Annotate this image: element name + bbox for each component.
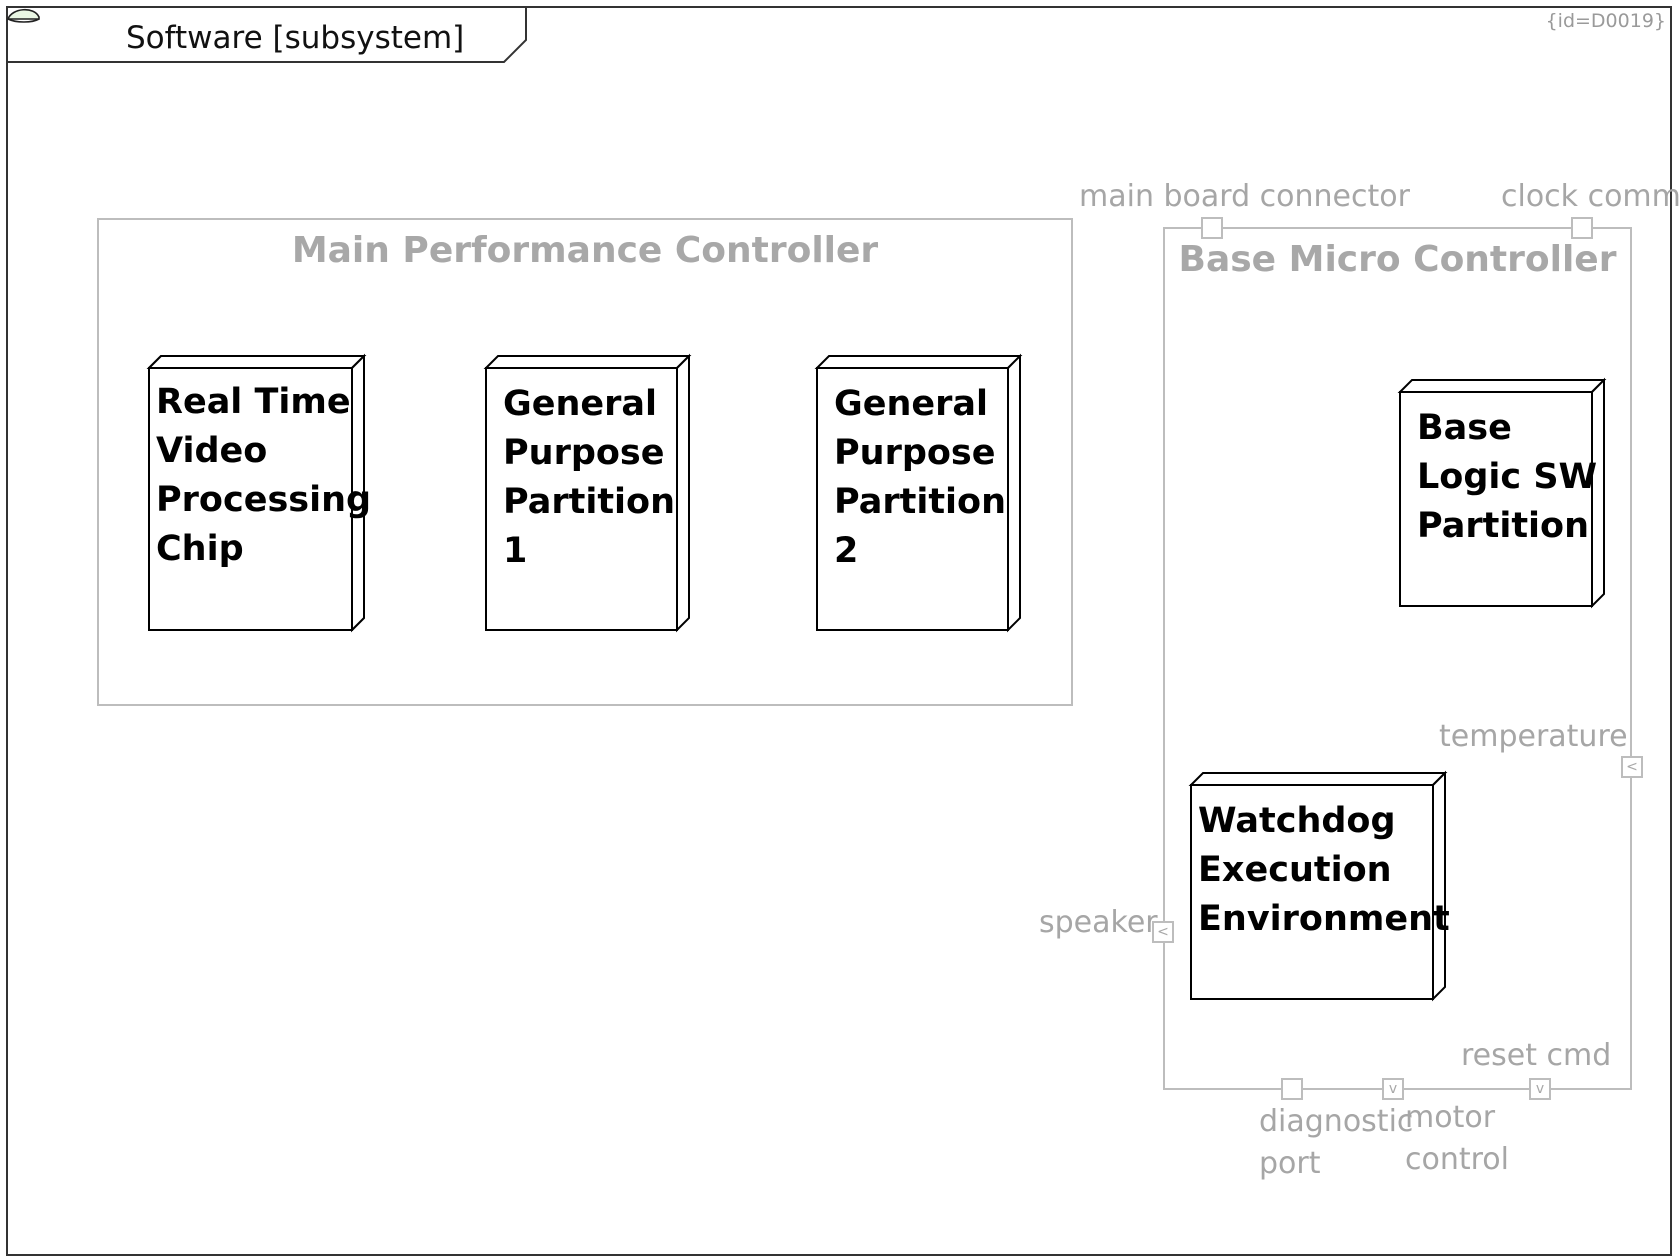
- node-label-line: Purpose: [834, 433, 996, 473]
- node-label-line: 1: [503, 531, 528, 571]
- port-label-motor-control: motor control: [1405, 1097, 1509, 1181]
- node-box-shape: [1397, 377, 1607, 609]
- frame-tab-outline: [6, 6, 527, 63]
- port-diagnostic[interactable]: [1281, 1078, 1303, 1100]
- main-performance-controller[interactable]: Main Performance Controller: [97, 218, 1073, 706]
- node-base-logic-sw-partition[interactable]: Base Logic SW Partition: [1397, 377, 1607, 609]
- diagram-title: Software [subsystem]: [126, 20, 465, 56]
- port-label-line: diagnostic: [1259, 1104, 1414, 1139]
- node-box-shape: [483, 353, 692, 633]
- node-general-purpose-partition-2[interactable]: General Purpose Partition 2: [814, 353, 1023, 633]
- node-label-line: Partition: [834, 482, 1007, 522]
- diagram-frame: [6, 6, 1672, 1256]
- subsystem-icon: [6, 8, 40, 23]
- port-label-line: port: [1259, 1146, 1321, 1181]
- base-micro-controller-title: Base Micro Controller: [1178, 239, 1617, 280]
- node-label-line: Execution: [1198, 850, 1392, 890]
- arrow-left-icon: <: [1626, 759, 1638, 775]
- node-label-line: Partition: [503, 482, 676, 522]
- arrow-down-icon: v: [1388, 1081, 1398, 1097]
- node-watchdog-execution-environment[interactable]: Watchdog Execution Environment: [1188, 770, 1450, 1002]
- node-label-line: Partition: [1417, 506, 1590, 546]
- base-micro-controller[interactable]: Base Micro Controller: [1163, 227, 1632, 1090]
- port-label-line: motor: [1405, 1100, 1496, 1135]
- node-label-line: General: [503, 384, 657, 424]
- node-label-line: Chip: [156, 529, 244, 569]
- node-real-time-video-processing-chip[interactable]: Real Time Video Processing Chip: [146, 353, 371, 633]
- port-label-line: control: [1405, 1142, 1509, 1177]
- diagram-frame-tab: Software [subsystem]: [6, 6, 527, 63]
- node-label-line: Logic SW: [1417, 457, 1598, 497]
- arrow-left-icon: <: [1157, 924, 1169, 940]
- port-clock-comm[interactable]: [1571, 217, 1593, 239]
- port-label-speaker: speaker: [1039, 905, 1158, 940]
- port-temperature[interactable]: <: [1621, 756, 1643, 778]
- node-label-line: Real Time: [156, 382, 351, 422]
- node-label-line: Purpose: [503, 433, 665, 473]
- port-label-clock-comm: clock comm: [1501, 179, 1680, 214]
- diagram-id-label: {id=D0019}: [1545, 10, 1666, 32]
- node-label-line: Video: [156, 431, 268, 471]
- node-label-line: Watchdog: [1198, 801, 1396, 841]
- node-label-line: 2: [834, 531, 859, 571]
- port-label-temperature: temperature: [1439, 719, 1628, 754]
- port-label-diagnostic-port: diagnostic port: [1259, 1101, 1413, 1185]
- node-label-line: Environment: [1198, 899, 1450, 939]
- node-box-shape: [1188, 770, 1448, 1002]
- arrow-down-icon: v: [1535, 1081, 1545, 1097]
- port-speaker[interactable]: <: [1152, 921, 1174, 943]
- port-main-board-connector[interactable]: [1201, 217, 1223, 239]
- node-label-line: Processing: [156, 480, 372, 520]
- port-label-reset-cmd: reset cmd: [1461, 1038, 1612, 1073]
- port-reset-cmd[interactable]: v: [1529, 1078, 1551, 1100]
- node-label-line: Base: [1417, 408, 1512, 448]
- port-motor-control[interactable]: v: [1382, 1078, 1404, 1100]
- node-box-shape: [146, 353, 367, 633]
- main-performance-controller-title: Main Performance Controller: [291, 230, 879, 271]
- port-label-main-board-connector: main board connector: [1079, 179, 1410, 214]
- node-box-shape: [814, 353, 1023, 633]
- node-label-line: General: [834, 384, 988, 424]
- node-general-purpose-partition-1[interactable]: General Purpose Partition 1: [483, 353, 692, 633]
